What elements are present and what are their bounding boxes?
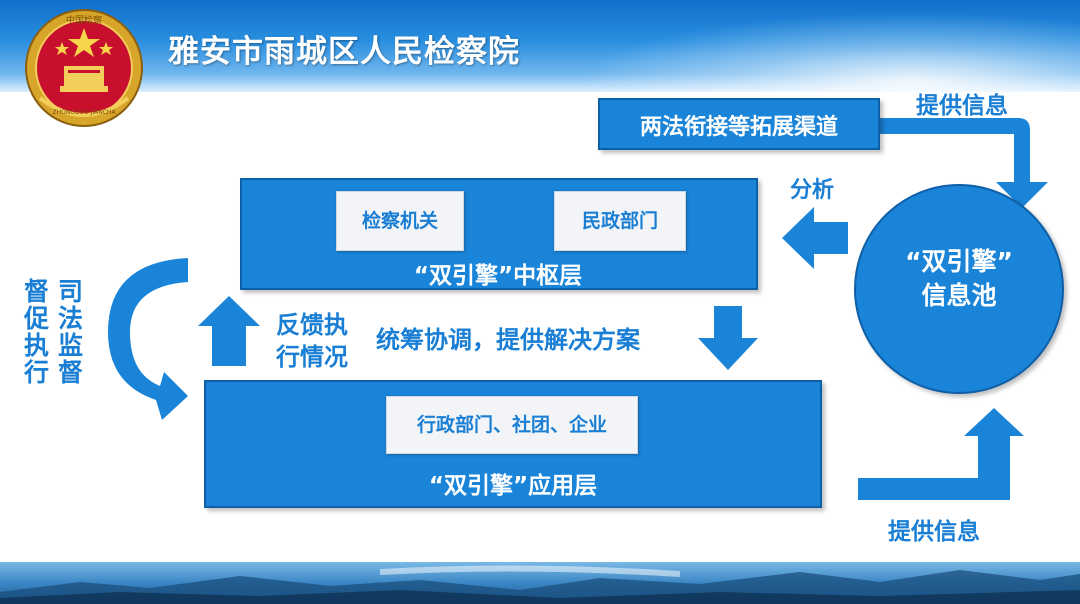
header-banner — [0, 0, 1080, 92]
coordinate-label: 统筹协调，提供解决方案 — [376, 326, 640, 354]
feedback-line1: 反馈执 — [276, 311, 348, 339]
emblem-ring-text: ZHONGGUO JIANCHA — [52, 109, 116, 116]
side-label-judicial-supervision: 司法监督 — [58, 277, 84, 387]
channel-label: 两法衔接等拓展渠道 — [639, 115, 838, 140]
coordinate-down-arrow — [698, 306, 758, 370]
hub-title: “双引擎”中枢层 — [413, 263, 583, 289]
procuratorate-emblem: 中国检察 ZHONGGUO JIANCHA — [25, 9, 143, 127]
application-item-entities: 行政部门、社团、企业 — [386, 396, 638, 454]
curved-supervision-arrow — [108, 258, 188, 420]
pool-arrow-label: 分析 — [790, 178, 835, 203]
channel-box — [598, 98, 880, 150]
pool-to-hub-arrow — [782, 207, 848, 269]
channel-to-pool-arrow — [878, 118, 1048, 208]
page-title: 雅安市雨城区人民检察院 — [168, 34, 520, 70]
header-sky — [520, 0, 1080, 92]
hub-item-civil-affairs: 民政部门 — [554, 191, 686, 251]
feedback-up-arrow — [198, 296, 260, 366]
hub-item-procuratorate: 检察机关 — [336, 191, 464, 251]
feedback-line2: 行情况 — [276, 343, 348, 371]
pool-line1: “双引擎” — [905, 247, 1013, 276]
info-pool-circle — [854, 184, 1064, 394]
side-label-supervise-execution: 督促执行 — [24, 277, 50, 387]
application-title: “双引擎”应用层 — [428, 473, 598, 499]
emblem-top-text: 中国检察 — [66, 14, 102, 26]
application-arrow-label: 提供信息 — [888, 519, 980, 545]
footer-scenery — [0, 562, 1080, 604]
channel-arrow-label: 提供信息 — [916, 93, 1008, 119]
pool-line2: 信息池 — [921, 281, 997, 310]
application-to-pool-arrow — [858, 408, 1024, 500]
